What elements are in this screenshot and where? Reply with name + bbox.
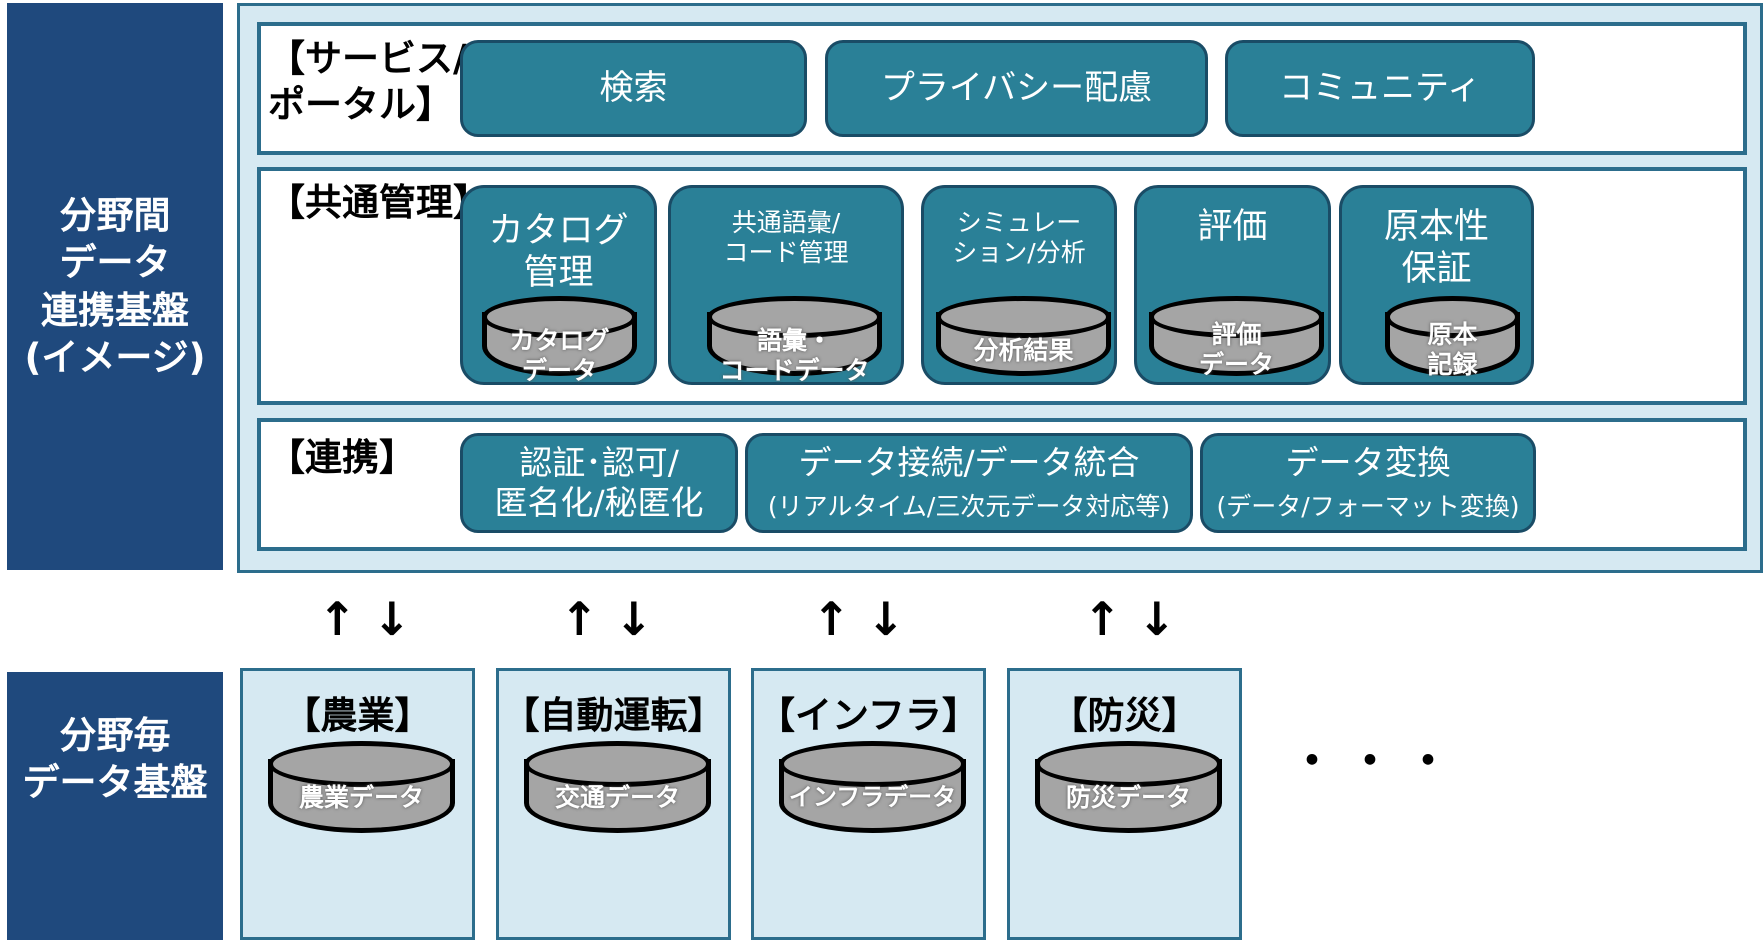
catalog-management-title: カタログ 管理 [488, 211, 629, 293]
catalog-data-cylinder: カタログ データ [482, 296, 637, 385]
disaster-data-label: 防災データ [1065, 783, 1191, 812]
domain-autonomous-driving: 【自動運転】 交通データ [496, 668, 731, 940]
domain-disaster-prevention: 【防災】 防災データ [1007, 668, 1242, 940]
traffic-data-label: 交通データ [554, 783, 680, 812]
domain-infrastructure: 【インフラ】 インフラデータ [751, 668, 986, 940]
vocabulary-management-tile: 共通語彙/ コード管理 語彙・ コードデータ [668, 185, 904, 385]
arrows-agriculture: ↑ ↓ [318, 592, 412, 646]
agriculture-data-label: 農業データ [298, 783, 424, 812]
vocabulary-management-title: 共通語彙/ コード管理 [723, 208, 849, 267]
cross-domain-platform-label: 分野間 データ 連携基盤 (イメージ) [7, 3, 223, 570]
evaluation-data-cylinder: 評価 データ [1149, 296, 1324, 379]
infrastructure-data-label: インフラデータ [788, 783, 957, 811]
catalog-management-tile: カタログ 管理 カタログ データ [460, 185, 657, 385]
per-domain-platform-text: 分野毎 データ基盤 [22, 714, 208, 805]
agriculture-data-cylinder: 農業データ [268, 741, 455, 833]
code-data-label: 語彙・ コードデータ [719, 326, 870, 385]
privacy-box: プライバシー配慮 [825, 40, 1208, 137]
more-domains-ellipsis: ・・・ [1290, 736, 1464, 787]
evaluation-tile: 評価 評価 データ [1134, 185, 1331, 385]
service-portal-label: 【サービス/ ポータル】 [268, 37, 467, 127]
infrastructure-data-cylinder: インフラデータ [779, 741, 966, 833]
domain-infrastructure-label: 【インフラ】 [758, 694, 979, 737]
cross-domain-platform-text: 分野間 データ 連携基盤 (イメージ) [24, 193, 206, 379]
auth-anonymization-box: 認証･認可/ 匿名化/秘匿化 [460, 433, 738, 533]
authenticity-tile: 原本性 保証 原本 記録 [1339, 185, 1534, 385]
arrows-autonomous: ↑ ↓ [560, 592, 654, 646]
data-connection-box: データ接続/データ統合 (リアルタイム/三次元データ対応等) [745, 433, 1193, 533]
simulation-analysis-tile: シミュレー ション/分析 分析結果 [921, 185, 1117, 385]
simulation-analysis-title: シミュレー ション/分析 [952, 208, 1086, 267]
traffic-data-cylinder: 交通データ [524, 741, 711, 833]
domain-disaster-label: 【防災】 [1050, 694, 1199, 737]
catalog-data-label: カタログ データ [509, 326, 610, 385]
domain-agriculture: 【農業】 農業データ [240, 668, 475, 940]
domain-agriculture-label: 【農業】 [283, 694, 432, 737]
per-domain-platform-label: 分野毎 データ基盤 [7, 672, 223, 940]
arrows-infrastructure: ↑ ↓ [812, 592, 906, 646]
authenticity-title: 原本性 保証 [1383, 207, 1489, 289]
code-data-cylinder: 語彙・ コードデータ [707, 296, 882, 385]
evaluation-title: 評価 [1197, 207, 1268, 247]
analysis-result-label: 分析結果 [973, 336, 1074, 365]
arrows-disaster: ↑ ↓ [1083, 592, 1177, 646]
domain-autonomous-label: 【自動運転】 [502, 694, 725, 737]
evaluation-data-label: 評価 データ [1198, 320, 1274, 379]
original-record-cylinder: 原本 記録 [1385, 296, 1520, 379]
common-management-label: 【共通管理】 [268, 181, 490, 224]
analysis-result-cylinder: 分析結果 [936, 296, 1111, 376]
original-record-label: 原本 記録 [1427, 320, 1478, 379]
disaster-data-cylinder: 防災データ [1035, 741, 1222, 833]
link-label: 【連携】 [268, 436, 416, 479]
community-box: コミュニティ [1225, 40, 1535, 137]
data-conversion-box: データ変換 (データ/フォーマット変換) [1200, 433, 1536, 533]
search-box: 検索 [460, 40, 807, 137]
